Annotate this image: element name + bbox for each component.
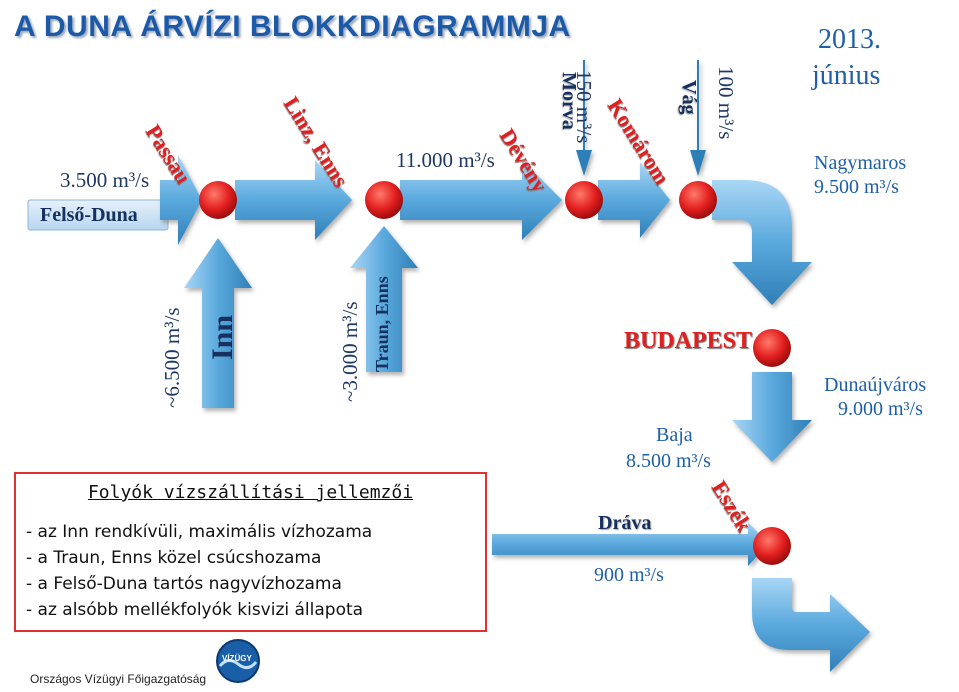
- box-line-3: - a Felső-Duna tartós nagyvízhozama: [26, 574, 342, 594]
- city-nodes: [199, 181, 791, 565]
- node-deveny: [565, 181, 603, 219]
- place-drava: Dráva: [598, 512, 652, 534]
- date-month: június: [812, 60, 881, 91]
- place-vag: Vág: [678, 80, 700, 115]
- logo-text: VÍZÜGY: [222, 654, 252, 663]
- arrow-inn: [184, 238, 252, 408]
- tributary-arrows: [184, 60, 768, 566]
- arrow-budapest-eszek: [732, 372, 812, 462]
- place-morva: Morva: [558, 72, 580, 130]
- footer-org: Országos Vízügyi Főigazgatóság: [30, 672, 207, 686]
- characteristics-box: Folyók vízszállítási jellemzői - az Inn …: [14, 472, 487, 632]
- place-budapest: BUDAPEST: [624, 328, 753, 354]
- flow-traun: ~3.000 m³/s: [338, 301, 362, 403]
- node-linz: [365, 181, 403, 219]
- baja-name: Baja: [656, 424, 693, 446]
- node-eszek: [753, 527, 791, 565]
- vizugy-logo: [216, 639, 260, 683]
- flow-vag: 100 m³/s: [714, 66, 738, 140]
- arrow-traun: [350, 226, 418, 372]
- box-line-2: - a Traun, Enns közel csúcshozama: [26, 548, 322, 568]
- box-heading: Folyók vízszállítási jellemzői: [87, 482, 414, 503]
- box-line-1: - az Inn rendkívüli, maximális vízhozama: [26, 522, 373, 542]
- node-budapest: [753, 329, 791, 367]
- box-line-4: - az alsóbb mellékfolyók kisvizi állapot…: [26, 600, 364, 620]
- label-inn: Inn: [206, 314, 239, 360]
- felso-duna-label: Felső-Duna: [40, 204, 138, 226]
- arrow-felso-duna: [160, 155, 202, 245]
- arrow-eszek-out: [752, 578, 870, 672]
- arrow-morva: [576, 60, 592, 176]
- arrow-drava: [492, 522, 768, 566]
- arrow-linz-deveny: [400, 160, 562, 240]
- node-komarom: [679, 181, 717, 219]
- flow-inn: ~6.500 m³/s: [160, 307, 184, 409]
- label-traun: Traun, Enns: [372, 276, 392, 372]
- node-passau: [199, 181, 237, 219]
- nagymaros-name: Nagymaros: [814, 152, 907, 174]
- baja-flow: 8.500 m³/s: [626, 450, 711, 472]
- arrow-vag: [690, 60, 706, 176]
- arrow-deveny-komarom: [598, 162, 670, 238]
- dunaujvaros-flow: 9.000 m³/s: [838, 398, 923, 420]
- dunaujvaros-name: Dunaújváros: [824, 374, 927, 396]
- date-year: 2013.: [818, 24, 881, 55]
- nagymaros-flow: 9.500 m³/s: [814, 176, 899, 198]
- drava-flow: 900 m³/s: [594, 564, 664, 586]
- arrow-komarom-budapest: [712, 180, 812, 305]
- arrow-passau-linz: [235, 160, 352, 240]
- flow-after-linz: 11.000 m³/s: [396, 148, 495, 172]
- flow-felso-duna: 3.500 m³/s: [60, 168, 150, 192]
- main-river-arrows: [160, 155, 870, 672]
- diagram-title: A DUNA ÁRVÍZI BLOKKDIAGRAMMJA: [14, 10, 571, 43]
